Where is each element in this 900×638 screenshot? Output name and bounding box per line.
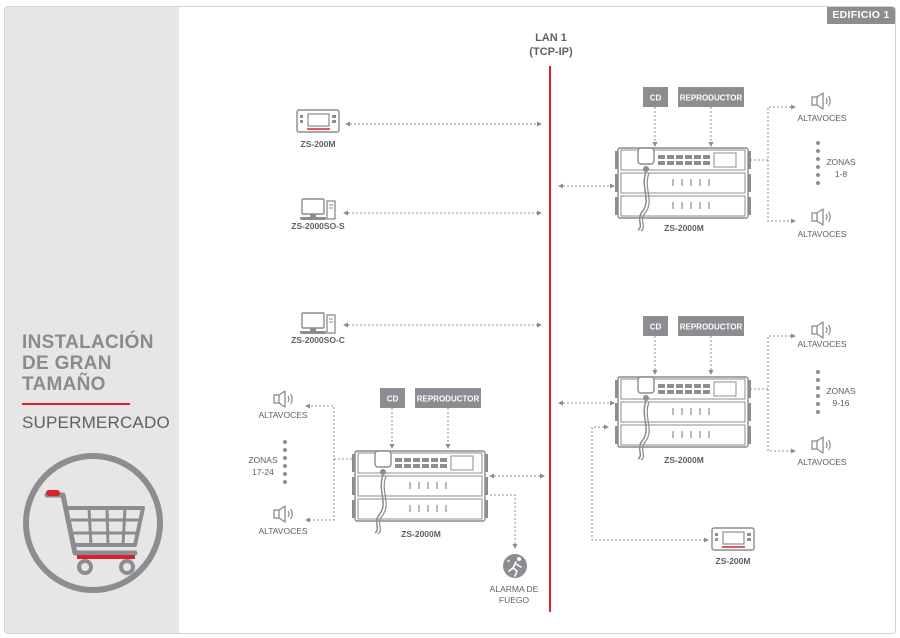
rack-label: ZS-2000M — [664, 455, 704, 465]
cd-label: CD — [387, 395, 399, 404]
cd-box — [643, 87, 668, 107]
speaker-link — [750, 104, 796, 161]
rack-label: ZS-2000M — [664, 223, 704, 233]
cart-badge-circle — [23, 453, 163, 593]
rack-unit — [614, 376, 752, 461]
speaker-label: ALTAVOCES — [258, 526, 307, 536]
rack-zonas-17-24: CD REPRODUCTOR ZS-2000M ALTAVOCES ALTAVO… — [248, 388, 545, 549]
zones-label: ZONAS — [248, 455, 278, 465]
speaker-label: ALTAVOCES — [797, 339, 846, 349]
fire-exit-icon — [503, 554, 527, 578]
device-label: ZS-2000SO-S — [291, 221, 345, 231]
zones-range: 9-16 — [832, 398, 849, 408]
computer-icon — [299, 312, 336, 335]
link-line — [490, 494, 518, 549]
device-label: ZS-2000SO-C — [291, 335, 345, 345]
sidebar-title-line-3: TAMAÑO — [22, 374, 106, 395]
speaker-link — [767, 160, 796, 224]
console-icon — [711, 527, 755, 551]
cd-label: CD — [650, 94, 662, 103]
player-label: REPRODUCTOR — [417, 395, 480, 404]
speaker-icon — [811, 208, 831, 226]
player-box — [678, 87, 744, 107]
computer-icon — [299, 198, 336, 221]
speaker-icon — [811, 321, 831, 339]
player-box — [678, 316, 744, 336]
fire-alarm-label-2: FUEGO — [499, 595, 530, 605]
speaker-label: ALTAVOCES — [797, 457, 846, 467]
fire-alarm: ALARMA DE FUEGO — [490, 554, 539, 605]
device-label: ZS-200M — [716, 556, 751, 566]
cd-box — [643, 316, 668, 336]
speaker-label: ALTAVOCES — [258, 410, 307, 420]
sidebar-title-line-1: INSTALACIÓN — [22, 332, 154, 353]
sidebar: INSTALACIÓN DE GRAN TAMAÑO SUPERMERCADO — [5, 7, 179, 633]
rack-unit — [351, 450, 489, 535]
shopping-cart-icon — [44, 490, 145, 575]
zones-range: 1-8 — [835, 169, 848, 179]
speaker-icon — [811, 436, 831, 454]
speaker-label: ALTAVOCES — [797, 113, 846, 123]
player-box — [415, 388, 481, 408]
zones-range: 17-24 — [252, 467, 274, 477]
lan-sublabel: (TCP-IP) — [529, 46, 573, 58]
zone-dots — [283, 440, 287, 484]
console-icon — [296, 109, 340, 133]
speaker-link — [305, 403, 352, 460]
speaker-link — [305, 459, 335, 523]
rack-zonas-1-8: CD REPRODUCTOR ZS-2000M ALTAVOCES ALTAVO… — [558, 87, 856, 239]
sidebar-subtitle: SUPERMERCADO — [22, 413, 170, 432]
speaker-link — [750, 333, 796, 390]
player-label: REPRODUCTOR — [680, 323, 743, 332]
sidebar-divider — [22, 403, 130, 405]
speaker-icon — [273, 505, 293, 523]
cd-label: CD — [650, 323, 662, 332]
speaker-label: ALTAVOCES — [797, 229, 846, 239]
speaker-icon — [273, 390, 293, 408]
speaker-link — [767, 389, 796, 454]
diagram-frame: INSTALACIÓN DE GRAN TAMAÑO SUPERMERCADO … — [4, 6, 896, 634]
speaker-icon — [811, 92, 831, 110]
zones-label: ZONAS — [826, 157, 856, 167]
player-label: REPRODUCTOR — [680, 94, 743, 103]
fire-alarm-label: ALARMA DE — [490, 584, 539, 594]
sidebar-title: INSTALACIÓN DE GRAN TAMAÑO — [22, 332, 172, 395]
cd-box — [380, 388, 405, 408]
sidebar-title-line-2: DE GRAN — [22, 353, 112, 374]
device-label: ZS-200M — [301, 139, 336, 149]
building-badge: EDIFICIO 1 — [827, 7, 895, 24]
rack-unit — [614, 147, 752, 232]
zones-label: ZONAS — [826, 386, 856, 396]
lan-label: LAN 1 — [535, 32, 567, 44]
zone-dots — [816, 141, 820, 185]
rack-zonas-9-16: CD REPRODUCTOR ZS-2000M ALTAVOCES ALTAVO… — [558, 316, 856, 543]
zone-dots — [816, 370, 820, 414]
rack-label: ZS-2000M — [401, 529, 441, 539]
link-line — [591, 424, 709, 543]
